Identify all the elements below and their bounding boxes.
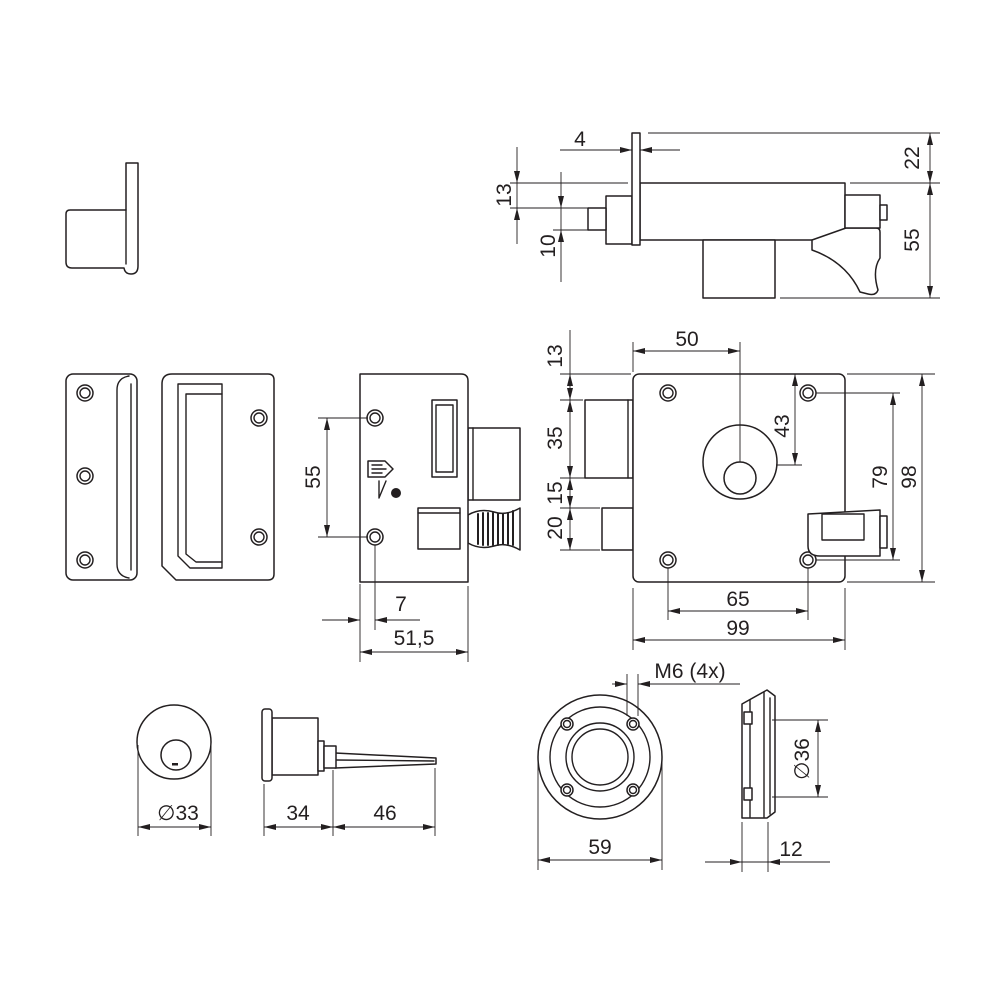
dimension-label: 46 bbox=[373, 802, 396, 825]
mounting-plate-side bbox=[631, 132, 641, 246]
rosette-side-screw bbox=[743, 711, 753, 725]
dimension-label: 51,5 bbox=[394, 627, 435, 650]
cylinder-collar bbox=[317, 740, 325, 772]
bolt-carrier-side bbox=[605, 195, 633, 245]
knob-block-side bbox=[844, 194, 881, 229]
screw-hole bbox=[626, 717, 640, 731]
dimension-label: 65 bbox=[726, 588, 749, 611]
dimension-label: 22 bbox=[901, 146, 924, 169]
dimension-label: ∅36 bbox=[791, 738, 814, 780]
bolt-slot-inner bbox=[435, 404, 454, 473]
screw-hole bbox=[76, 467, 94, 485]
latch-rear bbox=[601, 507, 634, 551]
dimension-label: 55 bbox=[302, 465, 325, 488]
screw-hole bbox=[560, 783, 574, 797]
dimension-label: 59 bbox=[588, 836, 611, 859]
lock-side-view: 22 55 4 13 10 bbox=[493, 128, 940, 299]
lever-serrations bbox=[477, 510, 514, 546]
thumbturn-rear bbox=[807, 509, 881, 557]
thread-label: M6 (4x) bbox=[654, 660, 725, 683]
strike-box-pocket-inner bbox=[185, 393, 223, 563]
bolt-side bbox=[587, 207, 607, 231]
thumbturn-button bbox=[879, 515, 888, 549]
dimension-label: 13 bbox=[493, 183, 516, 206]
cylinder-plug bbox=[160, 739, 192, 771]
brand-logo bbox=[367, 460, 401, 499]
tailpiece-centerline bbox=[335, 759, 435, 762]
screw-hole bbox=[659, 384, 677, 402]
rosette-ring bbox=[549, 706, 651, 808]
strike-box-outline bbox=[161, 373, 275, 581]
screw-hole bbox=[366, 409, 384, 427]
dimension-label: ∅33 bbox=[157, 802, 199, 825]
strike-box bbox=[161, 373, 275, 581]
dimension-label: 7 bbox=[395, 593, 407, 616]
cylinder-side-view: 34 46 bbox=[261, 708, 437, 836]
dimension-label: 4 bbox=[574, 128, 586, 151]
strike-bracket bbox=[65, 162, 139, 275]
screw-hole bbox=[250, 528, 268, 546]
dimension-label: 79 bbox=[869, 465, 892, 488]
logo-dot bbox=[391, 488, 401, 498]
dimension-label: 10 bbox=[537, 234, 560, 257]
bolt-front bbox=[467, 427, 521, 501]
strike-plate-groove bbox=[116, 375, 132, 579]
screw-hole bbox=[366, 528, 384, 546]
strike-box-pocket bbox=[177, 383, 223, 569]
dimension-label: 43 bbox=[771, 414, 794, 437]
screw-hole bbox=[560, 717, 574, 731]
cylinder-front-view: ∅33 bbox=[136, 704, 212, 836]
lock-rear-view: 13 35 15 20 50 43 79 98 65 99 bbox=[544, 328, 935, 650]
screw-hole bbox=[76, 384, 94, 402]
dimension-label: 34 bbox=[286, 802, 310, 825]
screw-hole bbox=[799, 384, 817, 402]
cylinder-body-side bbox=[271, 717, 319, 776]
strike-bracket-outline bbox=[65, 162, 139, 275]
rosette-side-view: ∅36 12 bbox=[705, 689, 830, 872]
thumbturn-face bbox=[821, 513, 865, 541]
dimension-label: 98 bbox=[898, 465, 921, 488]
knob-button-side bbox=[879, 204, 888, 221]
logo-mark bbox=[371, 464, 387, 499]
dimension-label: 50 bbox=[675, 328, 698, 351]
lever-side bbox=[811, 227, 881, 296]
rosette-side-screw bbox=[743, 787, 753, 801]
screw-hole bbox=[250, 409, 268, 427]
dimension-label: 99 bbox=[726, 617, 749, 640]
bolt-rear bbox=[584, 399, 634, 479]
rosette-front-view: M6 (4x) 59 bbox=[537, 660, 740, 870]
dimension-label: 20 bbox=[544, 516, 567, 539]
rosette-bore bbox=[565, 722, 635, 792]
dimension-label: 35 bbox=[544, 426, 567, 449]
strike-plate-outline bbox=[65, 373, 138, 581]
rosette-bore-inner bbox=[571, 728, 629, 786]
screw-hole bbox=[626, 783, 640, 797]
cylinder-flange bbox=[261, 708, 273, 782]
lock-front-view: 55 7 51,5 bbox=[302, 373, 521, 662]
strike-plate-flat bbox=[65, 373, 138, 581]
cylinder-housing-side bbox=[702, 239, 776, 299]
cylinder-cam bbox=[323, 745, 337, 769]
screw-hole bbox=[76, 551, 94, 569]
dimension-label: 12 bbox=[779, 838, 802, 861]
keyway-mark bbox=[172, 763, 178, 766]
dimension-label: 55 bbox=[901, 228, 924, 251]
rosette-outer bbox=[537, 694, 663, 820]
dimension-label: 13 bbox=[544, 344, 567, 367]
dimension-label: 15 bbox=[544, 481, 567, 504]
lock-body-side bbox=[639, 182, 846, 241]
screw-hole bbox=[659, 551, 677, 569]
latch-window bbox=[417, 507, 461, 550]
cylinder-hole bbox=[723, 461, 757, 495]
